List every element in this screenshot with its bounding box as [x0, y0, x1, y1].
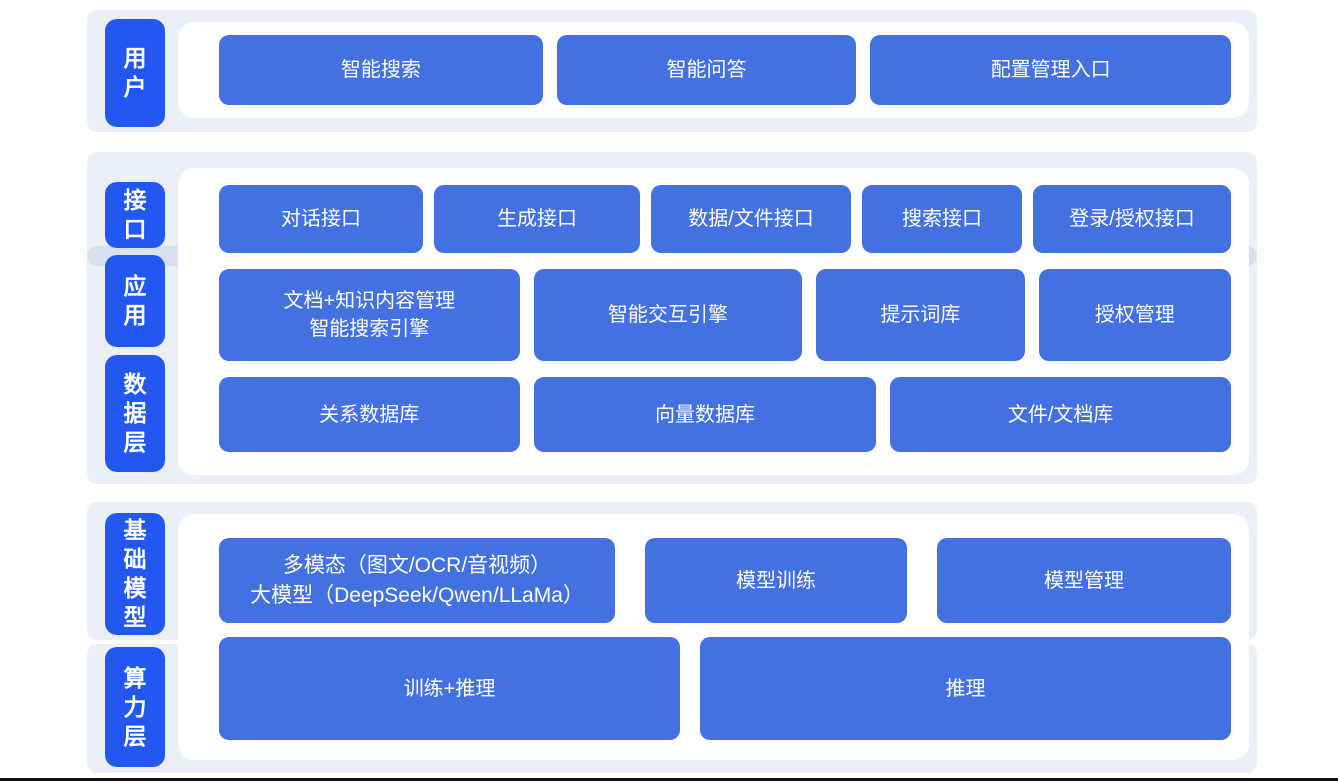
- layer-label-user-text: 用户: [123, 45, 147, 100]
- block-doc-knowledge-search: 文档+知识内容管理 智能搜索引擎: [219, 269, 520, 361]
- block-relational-db-text: 关系数据库: [319, 403, 420, 426]
- block-interaction-engine-text: 智能交互引擎: [607, 304, 728, 326]
- block-generation-api-text: 生成接口: [497, 208, 577, 230]
- block-login-auth-api-text: 登录/授权接口: [1069, 208, 1195, 230]
- layer-label-data-text: 数据层: [123, 371, 147, 455]
- block-smart-qa: 智能问答: [556, 35, 857, 105]
- layer-label-api-text: 接口: [123, 187, 147, 242]
- block-auth-management-text: 授权管理: [1094, 304, 1175, 326]
- bottom-border-line: [0, 778, 1338, 781]
- block-auth-management: 授权管理: [1038, 269, 1231, 361]
- block-model-training-text: 模型训练: [736, 569, 816, 592]
- block-smart-qa-text: 智能问答: [666, 59, 747, 81]
- layer-label-user: 用户: [105, 19, 165, 127]
- layer-label-compute: 算力层: [105, 647, 165, 767]
- row-user-entries: 智能搜索 智能问答 配置管理入口: [219, 35, 1232, 105]
- block-interaction-engine: 智能交互引擎: [533, 269, 803, 361]
- block-multimodal-llm: 多模态（图文/OCR/音视频） 大模型（DeepSeek/Qwen/LLaMa）: [219, 538, 615, 623]
- block-smart-search-text: 智能搜索: [340, 59, 421, 81]
- block-train-infer-text: 训练+推理: [403, 677, 496, 700]
- block-file-doc-store-text: 文件/文档库: [1007, 403, 1114, 426]
- block-model-management-text: 模型管理: [1044, 569, 1124, 592]
- layer-label-data: 数据层: [105, 355, 165, 472]
- row-compute-blocks: 训练+推理 推理: [219, 637, 1231, 740]
- block-generation-api: 生成接口: [434, 185, 640, 253]
- block-file-doc-store: 文件/文档库: [890, 377, 1231, 452]
- block-model-training: 模型训练: [645, 538, 907, 623]
- layer-label-compute-text: 算力层: [123, 664, 147, 749]
- block-relational-db: 关系数据库: [219, 377, 520, 452]
- panel-user-layer: 智能搜索 智能问答 配置管理入口: [178, 22, 1249, 118]
- block-data-file-api: 数据/文件接口: [651, 185, 851, 253]
- block-multimodal-llm-line2: 大模型（DeepSeek/Qwen/LLaMa）: [250, 583, 584, 607]
- block-login-auth-api: 登录/授权接口: [1033, 185, 1231, 253]
- layer-label-model-text: 基础模型: [123, 517, 147, 630]
- row-app-blocks: 文档+知识内容管理 智能搜索引擎 智能交互引擎 提示词库 授权管理: [219, 269, 1231, 361]
- panel-api-app-data: 对话接口 生成接口 数据/文件接口 搜索接口 登录/授权接口 文档+知识内容管理…: [178, 168, 1249, 475]
- block-multimodal-llm-line1: 多模态（图文/OCR/音视频）: [282, 553, 552, 577]
- block-inference: 推理: [700, 637, 1231, 740]
- block-search-api: 搜索接口: [862, 185, 1022, 253]
- block-dialog-api: 对话接口: [219, 185, 423, 253]
- block-vector-db: 向量数据库: [533, 377, 877, 452]
- layer-label-app-text: 应用: [123, 273, 147, 328]
- panel-model-compute: 多模态（图文/OCR/音视频） 大模型（DeepSeek/Qwen/LLaMa）…: [178, 514, 1249, 760]
- row-model-blocks: 多模态（图文/OCR/音视频） 大模型（DeepSeek/Qwen/LLaMa）…: [219, 538, 1231, 623]
- block-prompt-library: 提示词库: [816, 269, 1025, 361]
- block-dialog-api-text: 对话接口: [281, 208, 361, 230]
- layer-label-api: 接口: [105, 182, 165, 248]
- block-config-entry-text: 配置管理入口: [990, 59, 1111, 81]
- row-api-blocks: 对话接口 生成接口 数据/文件接口 搜索接口 登录/授权接口: [219, 185, 1231, 253]
- block-search-api-text: 搜索接口: [902, 208, 982, 230]
- block-prompt-library-text: 提示词库: [880, 304, 961, 326]
- layer-label-model: 基础模型: [105, 513, 165, 635]
- block-train-infer: 训练+推理: [219, 637, 681, 740]
- block-inference-text: 推理: [945, 677, 986, 700]
- block-doc-knowledge-line1: 文档+知识内容管理: [283, 290, 456, 312]
- block-config-entry: 配置管理入口: [870, 35, 1232, 105]
- row-data-blocks: 关系数据库 向量数据库 文件/文档库: [219, 377, 1231, 452]
- block-model-management: 模型管理: [937, 538, 1231, 623]
- block-doc-knowledge-line2: 智能搜索引擎: [309, 318, 430, 340]
- block-data-file-api-text: 数据/文件接口: [688, 208, 814, 230]
- layer-label-app: 应用: [105, 255, 165, 347]
- block-smart-search: 智能搜索: [219, 35, 543, 105]
- block-vector-db-text: 向量数据库: [654, 403, 755, 426]
